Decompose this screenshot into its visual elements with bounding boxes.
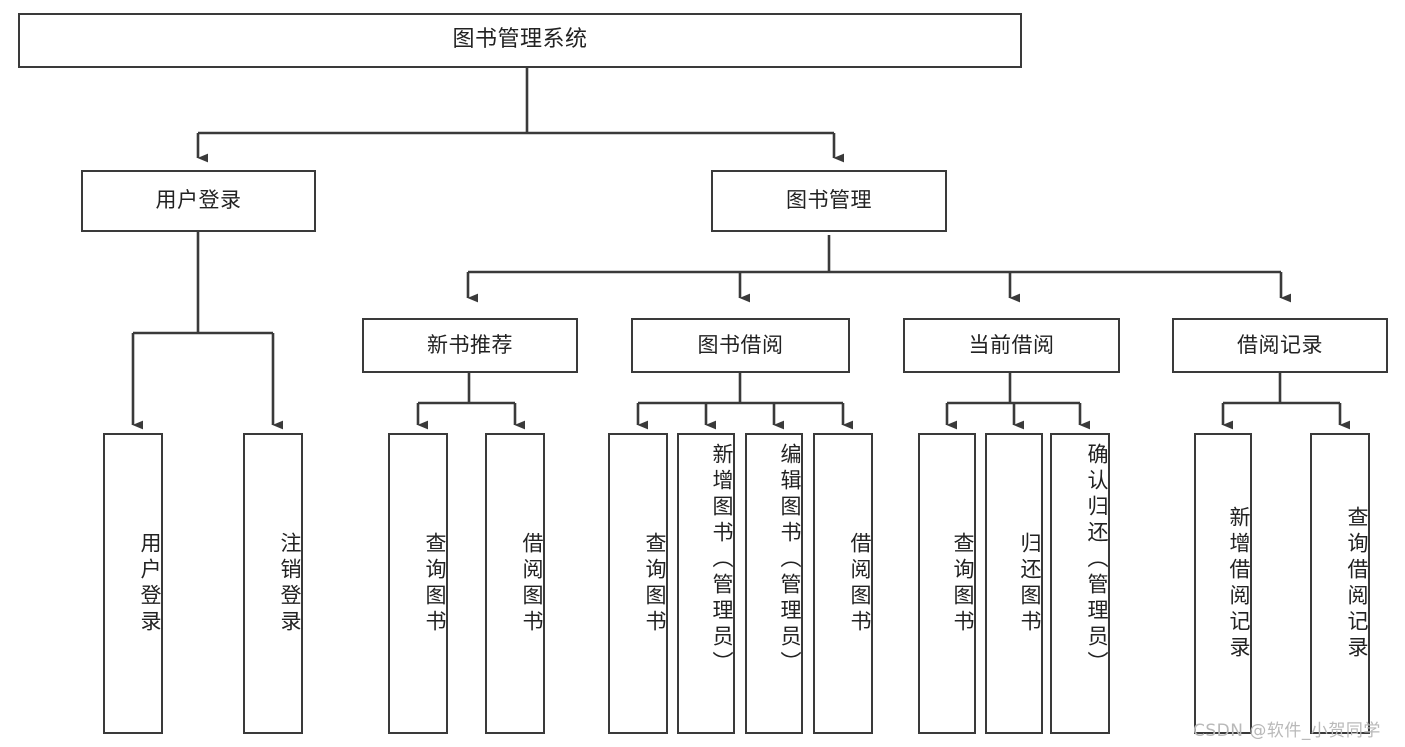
node-label: 查询图书 <box>643 531 667 636</box>
node-label: 归还图书 <box>1018 531 1042 636</box>
leaf-add-borrow-record[interactable]: 新增借阅记录 <box>1194 433 1252 734</box>
node-label: 确认归还（管理员） <box>1085 443 1109 677</box>
watermark: CSDN @软件_小贺同学 <box>1193 721 1381 741</box>
node-label: 借阅记录 <box>1237 332 1323 357</box>
node-label: 新增图书（管理员） <box>710 443 734 677</box>
leaf-borrow-book[interactable]: 借阅图书 <box>813 433 873 734</box>
node-current-borrow[interactable]: 当前借阅 <box>903 318 1120 373</box>
leaf-logout[interactable]: 注销登录 <box>243 433 303 734</box>
node-label: 注销登录 <box>278 531 302 636</box>
node-label: 新增借阅记录 <box>1227 505 1251 662</box>
leaf-query-borrow-record[interactable]: 查询借阅记录 <box>1310 433 1370 734</box>
node-label: 用户登录 <box>155 188 242 213</box>
leaf-borrow-book-recommend[interactable]: 借阅图书 <box>485 433 545 734</box>
node-book-management[interactable]: 图书管理 <box>711 170 947 232</box>
node-root-book-management-system[interactable]: 图书管理系统 <box>18 13 1022 68</box>
node-user-login[interactable]: 用户登录 <box>81 170 316 232</box>
node-borrow-record[interactable]: 借阅记录 <box>1172 318 1388 373</box>
leaf-query-book-current[interactable]: 查询图书 <box>918 433 976 734</box>
node-new-book-recommend[interactable]: 新书推荐 <box>362 318 578 373</box>
node-label: 新书推荐 <box>427 332 513 357</box>
node-label: 编辑图书（管理员） <box>778 443 802 677</box>
node-label: 当前借阅 <box>968 332 1055 357</box>
node-label: 借阅图书 <box>848 531 872 636</box>
leaf-confirm-return-admin[interactable]: 确认归还（管理员） <box>1050 433 1110 734</box>
leaf-edit-book-admin[interactable]: 编辑图书（管理员） <box>745 433 803 734</box>
node-label: 查询图书 <box>951 531 975 636</box>
node-label: 查询图书 <box>423 531 447 636</box>
leaf-query-book-recommend[interactable]: 查询图书 <box>388 433 448 734</box>
leaf-add-book-admin[interactable]: 新增图书（管理员） <box>677 433 735 734</box>
leaf-user-login[interactable]: 用户登录 <box>103 433 163 734</box>
node-book-borrow[interactable]: 图书借阅 <box>631 318 850 373</box>
node-label: 图书管理 <box>786 188 872 213</box>
node-label: 图书管理系统 <box>452 27 588 53</box>
leaf-query-book-borrow[interactable]: 查询图书 <box>608 433 668 734</box>
node-label: 借阅图书 <box>520 531 544 636</box>
node-label: 用户登录 <box>138 531 162 636</box>
node-label: 查询借阅记录 <box>1345 505 1369 662</box>
node-label: 图书借阅 <box>697 332 784 357</box>
leaf-return-book[interactable]: 归还图书 <box>985 433 1043 734</box>
